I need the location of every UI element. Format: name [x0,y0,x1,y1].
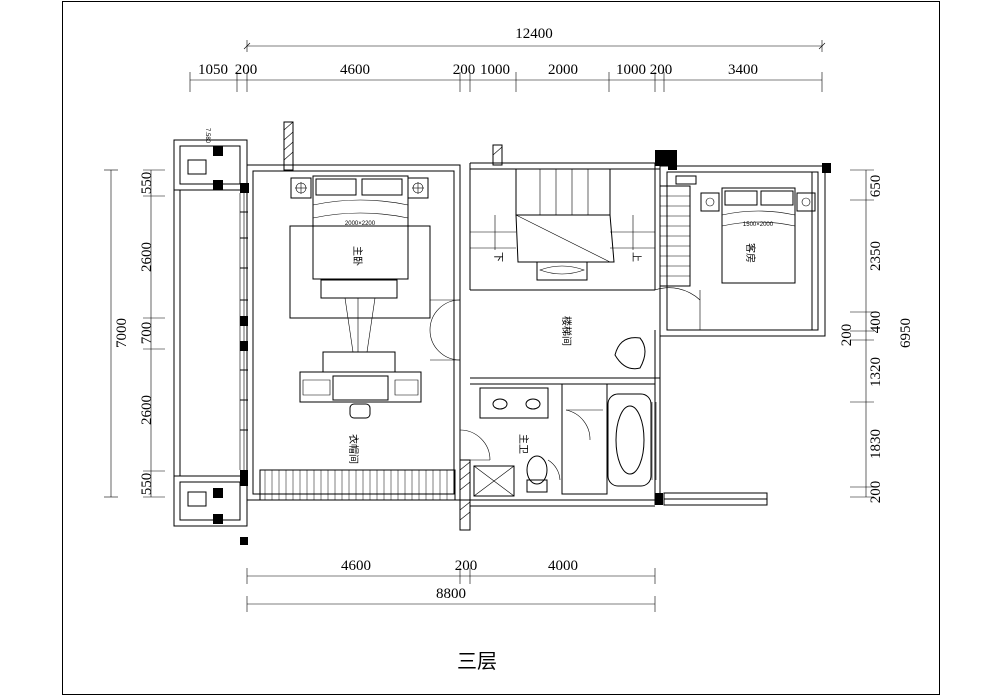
stair-up-label: 上 [630,252,642,262]
master-bath: 主卫 [473,383,657,497]
right-dimension-total: 6950 [898,318,914,348]
dim-left-3: 2600 [139,395,155,425]
room-guest: 客房 [744,243,757,263]
left-dimension-total: 7000 [104,169,130,498]
dim-top-2: 4600 [340,62,370,78]
right-dimension-segments: 650 2350 400 200 1320 1830 200 [839,169,884,504]
dim-left-2: 700 [139,322,155,345]
dim-top-7: 200 [650,62,673,78]
bottom-dimension-segments: 4600 200 4000 [246,558,656,584]
dim-right-2: 400 [868,311,884,334]
dim-top-8: 3400 [728,62,758,78]
dim-right-5: 1830 [868,429,884,459]
tv-cabinet [299,297,422,419]
bottom-dimension-total: 8800 [246,586,656,612]
dim-right-0: 650 [868,175,884,198]
master-closet: 衣帽间 [259,434,456,501]
master-doors [429,299,491,461]
room-master-bath: 主卫 [517,434,529,454]
dim-bottom-0: 4600 [341,558,371,574]
dim-right-4: 1320 [868,357,884,387]
room-walk-in-closet: 衣帽间 [347,434,360,464]
dim-right-total: 6950 [898,318,914,348]
dim-top-4: 1000 [480,62,510,78]
left-balcony: 7.580 [173,128,248,527]
stair-down-label: 下 [492,252,503,262]
dim-top-3: 200 [453,62,476,78]
dim-top-6: 1000 [616,62,646,78]
dim-bottom-total: 8800 [436,586,466,602]
dim-top-1: 200 [235,62,258,78]
dim-top-total: 12400 [515,26,553,42]
elevation-mark: 7.580 [204,128,210,144]
floor-title: 三层 [457,649,497,673]
dim-left-4: 550 [139,473,155,496]
master-bed-size: 2000×2200 [345,221,376,227]
drawing-frame [62,1,940,695]
guest-room: 1500×2000 客房 [659,175,816,287]
dim-right-6: 200 [868,481,884,504]
dim-top-0: 1050 [198,62,228,78]
top-dimension-total: 12400 [243,26,826,52]
dim-left-0: 550 [139,172,155,195]
guest-bed-size: 1500×2000 [743,222,774,228]
staircase: 下 上 楼梯间 [470,168,701,370]
dim-right-1: 2350 [868,241,884,271]
walls [213,121,831,545]
dim-left-total: 7000 [114,318,130,348]
dim-bottom-2: 4000 [548,558,578,574]
dim-bottom-1: 200 [455,558,478,574]
top-dimension-segments: 1050 200 4600 200 1000 2000 1000 200 340… [189,62,823,92]
left-dimension-segments: 550 2600 700 2600 550 [139,169,165,498]
dim-top-5: 2000 [548,62,578,78]
room-staircase: 楼梯间 [560,316,573,346]
room-master-bedroom: 主卧 [351,246,364,266]
dim-right-3: 200 [839,324,855,347]
master-bed: 2000×2200 主卧 [289,175,431,319]
dim-left-1: 2600 [139,242,155,272]
